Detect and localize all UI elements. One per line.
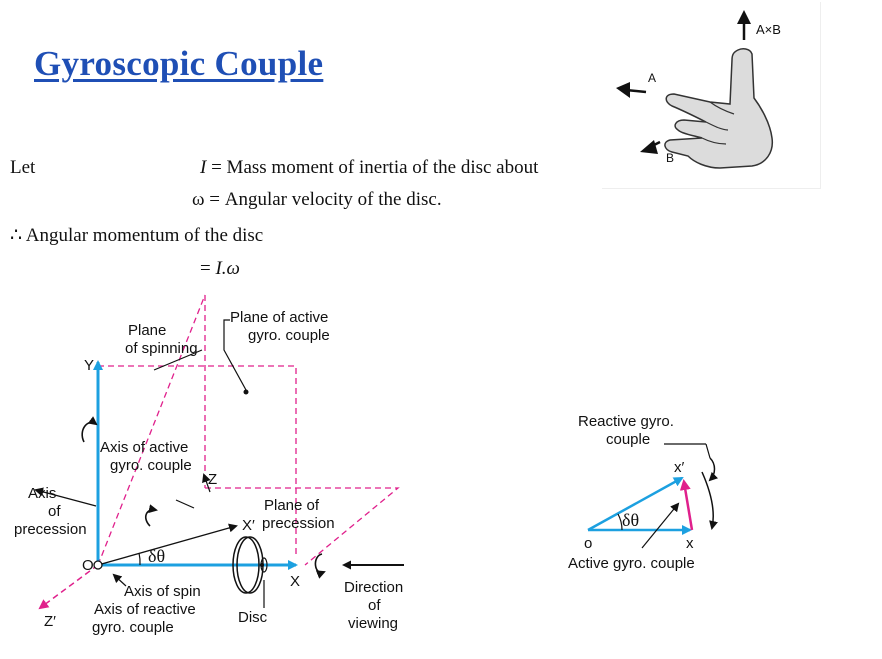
- reactive-rotation-top-icon: [708, 457, 719, 482]
- axb-label: A×B: [756, 22, 781, 37]
- z-prime-label: Z′: [44, 613, 56, 630]
- reactive-label-1: Reactive gyro.: [578, 413, 674, 430]
- disc-centre: [260, 563, 264, 567]
- spin-axis-leader: [112, 573, 127, 587]
- plane-precession-label-2: precession: [262, 515, 335, 532]
- delta-theta-label: δθ: [148, 546, 165, 566]
- origin-point: [93, 560, 103, 570]
- a-arrow-head: [616, 82, 630, 98]
- x-point-label: x: [686, 535, 694, 552]
- equation-inertia: I = Mass moment of inertia of the disc a…: [200, 157, 538, 179]
- hand-shape: [664, 48, 774, 169]
- plane-active-label-2: gyro. couple: [248, 327, 330, 344]
- plane-spinning-label-2: of spinning: [125, 340, 198, 357]
- y-axis-label: Y: [84, 357, 94, 374]
- triangle-angle-arc: [617, 513, 623, 531]
- equation-momentum-value: = I.ω: [200, 258, 240, 280]
- x-prime-label: X′: [242, 517, 255, 534]
- spinning-plane-diagonal: [97, 294, 206, 566]
- reactive-rotation-icon: [701, 471, 718, 530]
- let-label: Let: [10, 157, 36, 178]
- reactive-leader-end: [705, 443, 711, 459]
- gyroscope-diagram: Plane of spinning Plane of active gyro. …: [14, 294, 404, 636]
- vector-triangle-diagram: Reactive gyro. couple x′ δθ o x Active g…: [568, 413, 719, 572]
- reactive-label-2: couple: [606, 431, 650, 448]
- active-leader: [641, 502, 680, 549]
- active-plane-point: [243, 389, 249, 395]
- b-label: B: [666, 151, 674, 165]
- equals-sign: =: [200, 258, 216, 279]
- z-axis-mark: [175, 499, 195, 509]
- precession-plane-edges: [205, 487, 400, 566]
- delta-theta-arc: [138, 552, 141, 566]
- hand-crease-1: [709, 101, 735, 115]
- axis-reactive-label-2: gyro. couple: [92, 619, 174, 636]
- ox-prime-line: [97, 523, 238, 566]
- precession-rotation-icon: [144, 504, 158, 527]
- direction-label-3: viewing: [348, 615, 398, 632]
- equation-angular-momentum: ∴ Angular momentum of the disc: [10, 225, 264, 246]
- spin-rotation-icon: [314, 553, 326, 579]
- right-hand-rule-figure: A×B A B: [602, 2, 821, 189]
- direction-label-1: Direction: [344, 579, 403, 596]
- ox-prime-vector: [587, 476, 684, 532]
- axb-arrow-head: [737, 10, 751, 24]
- page-title: Gyroscopic Couple: [34, 44, 324, 83]
- axis-active-label-2: gyro. couple: [110, 457, 192, 474]
- z-axis-label: Z: [208, 471, 217, 488]
- hand-crease-2: [705, 121, 729, 131]
- axis-active-label-1: Axis of active: [100, 439, 188, 456]
- disc-label: Disc: [238, 609, 268, 626]
- x-prime-point-label: x′: [674, 459, 685, 476]
- plane-spinning-label-1: Plane: [128, 322, 166, 339]
- axis-precession-label-1: Axis: [28, 485, 56, 502]
- triangle-delta-theta-label: δθ: [622, 510, 639, 530]
- z-prime-axis: [38, 564, 99, 610]
- precession-axis-leader: [34, 487, 97, 507]
- plane-active-label-1: Plane of active: [230, 309, 328, 326]
- momentum-value: I.ω: [215, 258, 240, 279]
- plane-precession-label-1: Plane of: [264, 497, 320, 514]
- x-axis-label: X: [290, 573, 300, 590]
- axis-spin-label: Axis of spin: [124, 583, 201, 600]
- right-hand-rule-svg: A×B A B: [616, 10, 781, 169]
- origin-label: O: [82, 557, 94, 574]
- b-arrow-head: [640, 140, 658, 154]
- axis-precession-label-2: of: [48, 503, 61, 520]
- axis-precession-label-3: precession: [14, 521, 87, 538]
- disc-outer: [232, 536, 260, 594]
- axis-reactive-label-1: Axis of reactive: [94, 601, 196, 618]
- z-leader: [202, 473, 211, 493]
- o-point-label: o: [584, 535, 592, 552]
- active-couple-label: Active gyro. couple: [568, 555, 695, 572]
- change-vector: [679, 479, 694, 531]
- active-couple-rotation-icon: [81, 416, 98, 443]
- active-plane-leader: [223, 319, 247, 391]
- a-label: A: [648, 71, 656, 85]
- equation-angular-velocity: ω = Angular velocity of the disc.: [192, 189, 442, 210]
- hand-crease-3: [701, 137, 727, 145]
- direction-label-2: of: [368, 597, 381, 614]
- spinning-plane-leader: [153, 349, 203, 371]
- inertia-definition: = Mass moment of inertia of the disc abo…: [206, 157, 539, 178]
- inertia-symbol: I: [200, 157, 207, 178]
